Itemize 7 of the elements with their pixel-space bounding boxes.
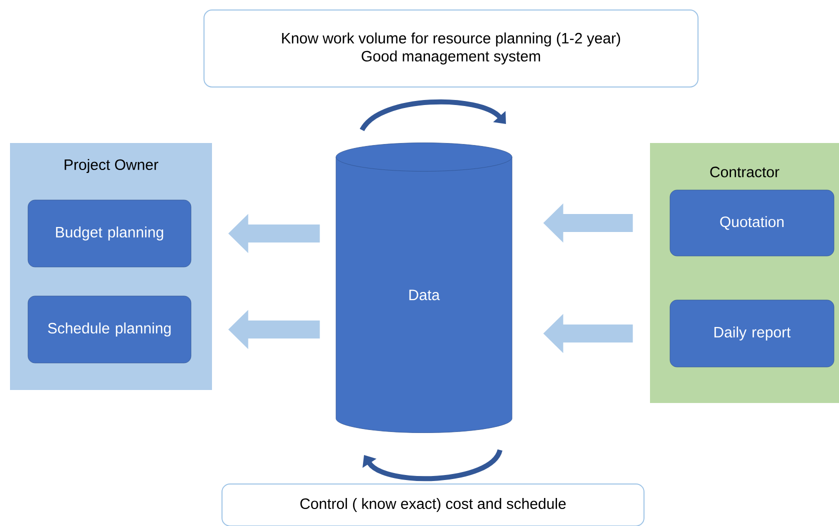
note-box: Control ( know exact) cost and schedule <box>222 484 644 526</box>
database-cylinder: Data <box>336 142 512 433</box>
note-box: Know work volume for resource planning (1-2 year) Good management system <box>204 10 698 88</box>
process-box: Daily report <box>670 300 834 368</box>
process-box: Budget planning <box>28 200 192 268</box>
process-box: Schedule planning <box>28 296 192 364</box>
process-box: Quotation <box>670 190 834 256</box>
